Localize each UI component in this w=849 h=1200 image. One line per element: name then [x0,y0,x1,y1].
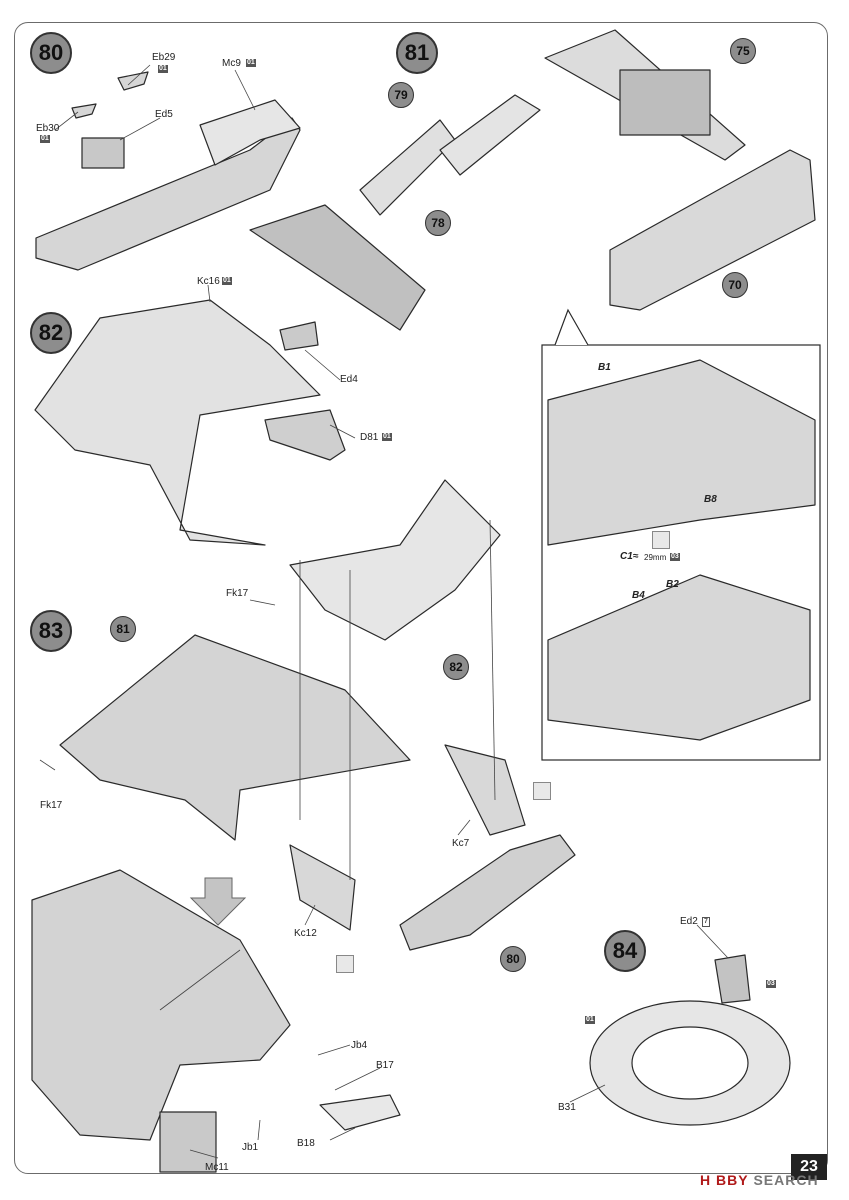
page-number: 23 [791,1154,827,1180]
wire-length: 29mm [644,553,667,562]
wire-label-c1: C1≈ [620,551,639,562]
part-label-ed2: Ed2 [680,916,698,927]
sprue-badge: 01 [585,1016,595,1024]
sprue-badge: 01 [222,277,232,285]
watermark-search: SEARCH [753,1172,819,1188]
sprue-badge: 03 [670,553,680,561]
part-label-b31: B31 [558,1102,576,1113]
part-label-kc12: Kc12 [294,928,317,939]
part-label-ed5: Ed5 [155,109,173,120]
sprue-badge: 01 [246,59,256,67]
part-label-fk17-top: Fk17 [226,588,249,599]
part-label-mc9: Mc9 [222,58,241,69]
page-frame [14,22,828,1174]
part-label-kc7: Kc7 [452,838,470,849]
step-80-number: 80 [30,32,72,74]
cut-wire-icon [652,531,670,549]
part-label-b18: B18 [297,1138,315,1149]
wire-label-b4: B4 [632,590,645,601]
sprue-badge: 01 [382,433,392,441]
part-label-jb1: Jb1 [242,1142,259,1153]
subassembly-ref-80: 80 [500,946,526,972]
part-label-fk17-left: Fk17 [40,800,63,811]
paint-icon [533,782,551,800]
subassembly-ref-81: 81 [110,616,136,642]
part-label-jb4: Jb4 [351,1040,368,1051]
subassembly-ref-82: 82 [443,654,469,680]
step-82-number: 82 [30,312,72,354]
part-label-eb30: Eb30 [36,123,60,134]
part-label-mc11: Mc11 [205,1162,229,1173]
subassembly-ref-78: 78 [425,210,451,236]
wire-label-b8: B8 [704,494,717,505]
step-81-number: 81 [396,32,438,74]
watermark-brand: H BBY [700,1172,749,1188]
subassembly-ref-79: 79 [388,82,414,108]
step-84-number: 84 [604,930,646,972]
wire-label-b2: B2 [666,579,679,590]
subassembly-ref-75: 75 [730,38,756,64]
sprue-badge: 01 [40,135,50,143]
sprue-badge: 03 [766,980,776,988]
part-label-kc16: Kc16 [197,276,220,287]
sprue-badge: 7 [702,917,710,927]
wire-label-b1: B1 [598,362,611,373]
watermark: H BBY SEARCH [700,1172,819,1188]
sprue-badge: 01 [158,65,168,73]
paint-icon [336,955,354,973]
part-label-ed4: Ed4 [340,374,358,385]
subassembly-ref-70: 70 [722,272,748,298]
part-label-d81: D81 [360,432,379,443]
step-83-number: 83 [30,610,72,652]
part-label-eb29: Eb29 [152,52,176,63]
part-label-b17: B17 [376,1060,394,1071]
